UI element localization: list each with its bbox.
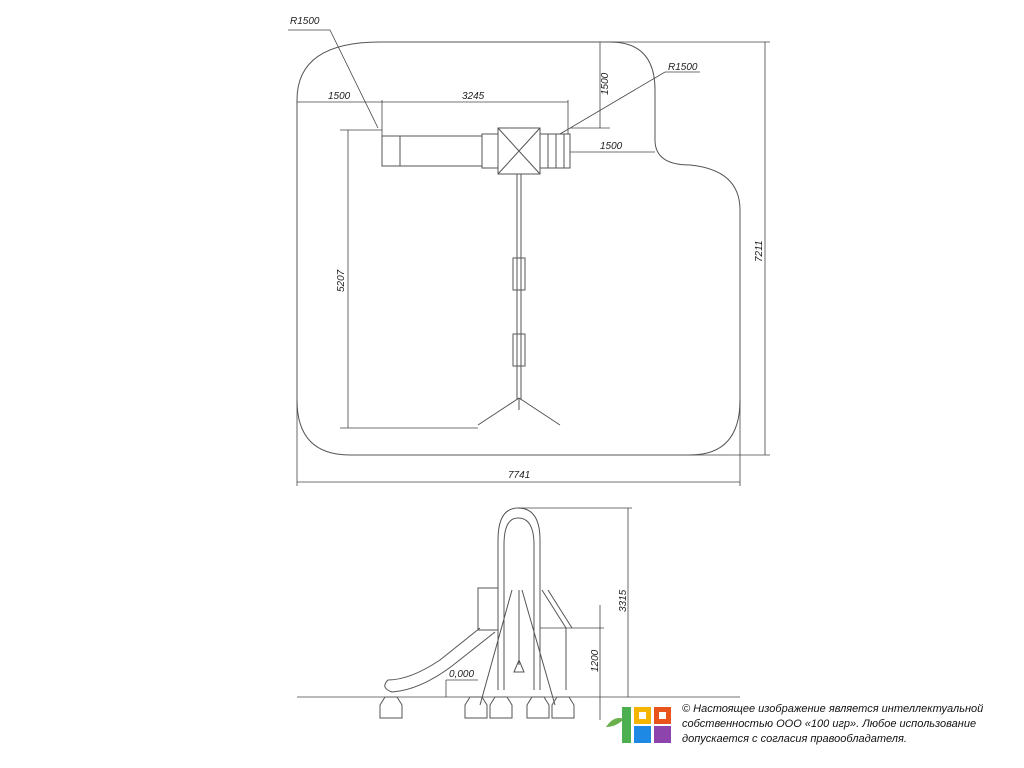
dim-length: 3245 — [462, 91, 485, 102]
dim-right-offset: 1500 — [600, 141, 623, 152]
dim-total-width: 7741 — [508, 470, 530, 481]
elevation-dimensions — [445, 507, 632, 720]
dim-top-right-vertical: 1500 — [600, 72, 611, 95]
copyright-notice: © Настоящее изображение является интелле… — [682, 702, 983, 747]
structure-elevation — [379, 507, 575, 719]
copyright-line: собственностью ООО «100 игр». Любое испо… — [682, 718, 977, 730]
dim-total-height: 7211 — [754, 240, 765, 262]
structure-plan — [381, 127, 571, 426]
radius-label-top-left: R1500 — [290, 16, 320, 27]
copyright-line: © Настоящее изображение является интелле… — [682, 703, 984, 715]
dim-platform-height: 1200 — [590, 649, 601, 672]
dim-left-offset: 1500 — [328, 91, 351, 102]
dim-depth: 5207 — [336, 269, 347, 292]
dim-elevation-height: 3315 — [618, 589, 629, 612]
company-logo — [604, 705, 672, 745]
safety-zone-outline — [296, 41, 741, 456]
radius-label-top-right: R1500 — [668, 62, 698, 73]
copyright-line: допускается с согласия правообладателя. — [682, 733, 907, 745]
plan-dimensions — [288, 29, 770, 486]
ground-level-mark: 0,000 — [449, 669, 474, 680]
